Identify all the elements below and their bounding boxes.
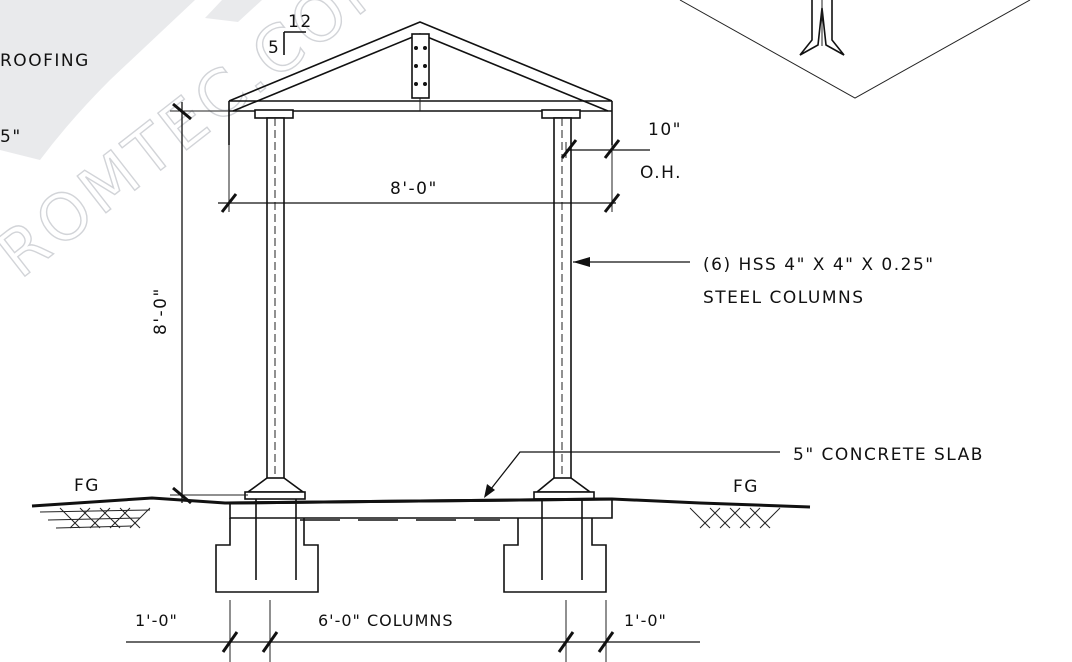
slab-callout-label: 5" CONCRETE SLAB <box>793 445 984 465</box>
fg-label-right: FG <box>733 477 759 497</box>
footing-dimensions: 1'-0" 6'-0" COLUMNS 1'-0" <box>126 611 700 653</box>
width-tick-left <box>220 193 238 213</box>
height-tick-top <box>172 102 192 121</box>
overhang-abbr-label: O.H. <box>640 163 682 183</box>
roofing-label: ROOFING <box>0 51 90 71</box>
column-callout: (6) HSS 4" X 4" X 0.25" STEEL COLUMNS <box>573 255 935 308</box>
ridge-bolt <box>414 82 418 86</box>
soil-hatch-left <box>39 509 151 529</box>
overhang-tick-left <box>560 139 578 159</box>
bottom-tick <box>261 631 279 653</box>
base-plate-left <box>244 491 306 500</box>
roof-truss <box>228 21 613 145</box>
watermark-group: ROMTEC.COM <box>0 0 413 293</box>
bottom-tick <box>221 631 239 653</box>
column-callout-line1: (6) HSS 4" X 4" X 0.25" <box>703 255 935 275</box>
height-tick-bottom <box>172 486 192 505</box>
cap-plate-right <box>541 109 581 119</box>
detail-callout <box>679 0 1031 99</box>
height-dimension: 8'-0" <box>151 102 248 505</box>
ridge-bolt <box>423 46 427 50</box>
cap-plate-left <box>254 109 294 119</box>
height-dim-label: 8'-0" <box>151 287 171 335</box>
watermark-logo-shape-2 <box>205 0 262 22</box>
footing-left <box>215 518 319 593</box>
roof-ridge-plate <box>411 33 430 99</box>
base-gusset-left <box>245 477 306 493</box>
ridge-bolt <box>423 64 427 68</box>
concrete-footings <box>215 499 607 662</box>
roof-pitch-symbol: 5 12 <box>268 12 313 58</box>
concrete-slab-edge <box>229 499 613 519</box>
roof-slope-outer <box>228 21 613 102</box>
overhang-tick-right <box>603 139 621 159</box>
base-gusset-right <box>534 477 593 493</box>
bottom-tick <box>597 631 615 653</box>
pitch-rise-label: 5 <box>268 38 280 58</box>
detail-callout-outline <box>679 0 1031 99</box>
footing-right <box>503 518 607 593</box>
steel-columns <box>244 117 595 500</box>
concrete-slab-top <box>227 497 613 505</box>
watermark-logo-shape <box>0 0 195 160</box>
column-spacing-dim-label: 6'-0" COLUMNS <box>318 611 454 630</box>
soil-hatch-left-cross <box>59 507 151 529</box>
finish-grade-line <box>31 496 811 509</box>
pitch-run-label: 12 <box>288 12 313 32</box>
width-tick-right <box>603 193 621 213</box>
overhang-value-label: 10" <box>648 120 682 140</box>
footing-right-dim-label: 1'-0" <box>624 611 667 630</box>
ridge-bolt <box>414 64 418 68</box>
bottom-tick <box>557 631 575 653</box>
fg-label-left: FG <box>74 476 100 496</box>
overhang-dimension: 10" O.H. <box>560 120 682 183</box>
slab-leader <box>486 451 780 495</box>
footing-left-dim-label: 1'-0" <box>135 611 178 630</box>
left-partial-label: 5" <box>0 127 22 147</box>
ridge-bolt <box>423 82 427 86</box>
width-dimension: 8'-0" <box>218 145 621 213</box>
slab-callout: 5" CONCRETE SLAB <box>484 445 984 498</box>
soil-hatch-right-cross <box>689 507 781 529</box>
grade-and-slab <box>31 496 811 529</box>
slab-leader-arrow <box>484 484 495 498</box>
column-leader-arrow <box>573 257 590 267</box>
column-callout-line2: STEEL COLUMNS <box>703 288 865 308</box>
width-dim-label: 8'-0" <box>390 179 438 199</box>
ridge-bolt <box>414 46 418 50</box>
